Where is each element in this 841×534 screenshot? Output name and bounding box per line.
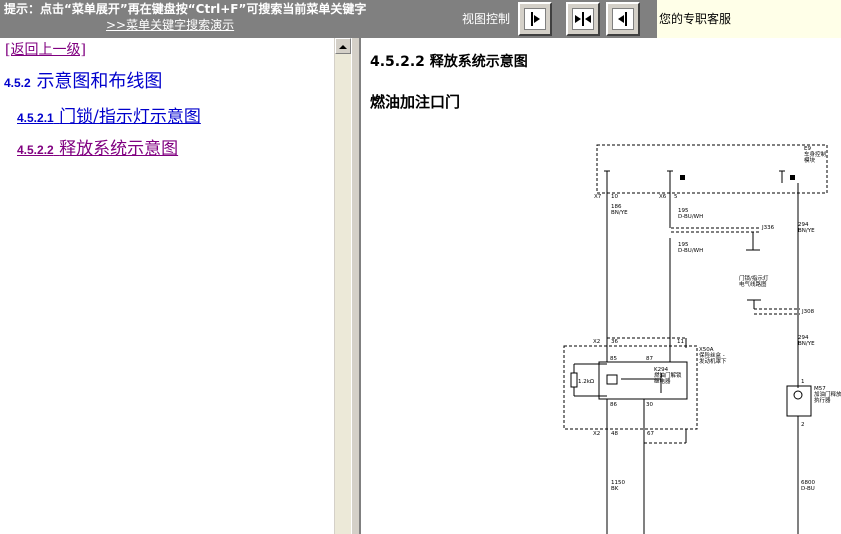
toc-item-schematics[interactable]: 4.5.2 示意图和布线图	[4, 67, 162, 93]
pin-label: 30	[646, 402, 653, 408]
wire-label: 186	[611, 204, 622, 210]
toc-item-door-lock[interactable]: 4.5.2.1 门锁/指示灯示意图	[17, 102, 201, 127]
wire-label: BN/YE	[798, 341, 815, 347]
motor-desc: 加油门释放	[814, 390, 841, 398]
wire-label: 195	[678, 242, 689, 248]
customer-service-label: 您的专职客服	[659, 12, 732, 26]
arrow-up-icon	[339, 45, 347, 49]
relay-desc: 燃油门解锁	[654, 371, 682, 379]
collapse-both-icon	[572, 8, 594, 30]
wire-label: 294	[798, 222, 809, 228]
fuse-block-desc: 保险丝盒 -	[699, 351, 725, 359]
toc-item-label: 门锁/指示灯示意图	[59, 107, 201, 127]
wire-label: BN/YE	[798, 228, 815, 234]
motor-label: M57	[814, 386, 826, 392]
pin-label: 86	[610, 402, 617, 408]
content-pane: 4.5.2.2 释放系统示意图 燃油加注口门	[361, 38, 841, 534]
pin-label: 2	[801, 422, 805, 428]
resistor-symbol	[570, 372, 578, 388]
motor-desc: 执行器	[814, 396, 831, 404]
pin-label: 11	[677, 339, 684, 345]
diagram-subtitle: 燃油加注口门	[370, 93, 461, 111]
pin-label: X7	[594, 194, 602, 200]
lock-icon	[790, 175, 795, 180]
pin-label: X2	[593, 339, 600, 345]
toc-item-label: 释放系统示意图	[59, 139, 179, 159]
wire-label: D-BU	[801, 486, 815, 492]
expand-right-button[interactable]	[518, 2, 552, 36]
relay-label: K294	[654, 367, 669, 373]
module-label: E9	[804, 146, 811, 152]
expand-left-icon	[612, 8, 634, 30]
pin-label: 1	[801, 379, 805, 385]
section-title: 4.5.2.2 释放系统示意图	[370, 54, 528, 70]
ground-label: 门锁/指示灯	[739, 274, 769, 282]
fuse-block-box	[563, 345, 698, 430]
pin-label: 67	[647, 431, 654, 437]
toc-item-number: 4.5.2.2	[17, 143, 54, 157]
pane-splitter[interactable]	[351, 38, 361, 534]
pin-label: 87	[646, 356, 653, 362]
wire-label: BN/YE	[611, 210, 628, 216]
lock-icon	[680, 175, 685, 180]
back-link[interactable]: [返回上一级]	[5, 42, 86, 58]
switch-symbol	[667, 170, 673, 183]
wiring-diagram: E9 车身控制 模块 X7 10 X6 5 186 BN/YE 195 D-BU…	[563, 144, 841, 534]
pin-label: 85	[610, 356, 617, 362]
wire-label: 1150	[611, 480, 625, 486]
fuse-block-desc: 发动机罩下	[699, 357, 727, 365]
scroll-up-button[interactable]	[335, 38, 351, 54]
pin-label: 36	[611, 339, 618, 345]
splice-label: J336	[761, 225, 775, 231]
module-desc: 车身控制	[804, 150, 827, 158]
fuse-block-label: X50A	[699, 347, 714, 353]
ground-label: 电气线路图	[739, 280, 767, 288]
relay-k294	[598, 361, 688, 400]
module-desc: 模块	[804, 156, 816, 164]
relay-desc: 继电器	[654, 377, 671, 385]
toc-item-number: 4.5.2.1	[17, 111, 54, 125]
switch-symbol	[604, 170, 610, 183]
wire-label: 195	[678, 208, 689, 214]
splice-label: J308	[801, 309, 815, 315]
expand-right-icon	[524, 8, 546, 30]
wire-label: D-BU/WH	[678, 248, 703, 254]
pin-label: 48	[611, 431, 618, 437]
pin-label: 5	[674, 194, 678, 200]
toc-item-label: 示意图和布线图	[36, 71, 163, 92]
wire-label: BK	[611, 486, 619, 492]
top-toolbar: 提示：点击“菜单展开”再在键盘按“Ctrl+F”可搜索当前菜单关键字 >>菜单关…	[0, 0, 841, 38]
search-demo-link[interactable]: >>菜单关键字搜索演示	[106, 18, 235, 32]
pin-label: 10	[611, 194, 618, 200]
collapse-both-button[interactable]	[566, 2, 600, 36]
toc-item-release-system[interactable]: 4.5.2.2 释放系统示意图	[17, 134, 178, 159]
switch-symbol	[779, 170, 785, 183]
navigation-pane: [返回上一级] 4.5.2 示意图和布线图 4.5.2.1 门锁/指示灯示意图 …	[0, 38, 334, 534]
pin-label: X6	[659, 194, 667, 200]
customer-service-panel[interactable]: 您的专职客服	[657, 0, 841, 38]
left-pane-scrollbar[interactable]	[334, 38, 351, 534]
search-hint-text: 提示：点击“菜单展开”再在键盘按“Ctrl+F”可搜索当前菜单关键字	[4, 2, 367, 16]
motor-m57	[786, 385, 812, 417]
wire-label: D-BU/WH	[678, 214, 703, 220]
wire-label: 294	[798, 335, 809, 341]
toc-item-number: 4.5.2	[4, 76, 31, 90]
wire-label: 6800	[801, 480, 815, 486]
bcm-module-box	[596, 144, 828, 194]
expand-left-button[interactable]	[606, 2, 640, 36]
view-control-label: 视图控制	[462, 12, 511, 26]
resistor-label: 1.2kΩ	[578, 379, 594, 385]
pin-label: X2	[593, 431, 600, 437]
